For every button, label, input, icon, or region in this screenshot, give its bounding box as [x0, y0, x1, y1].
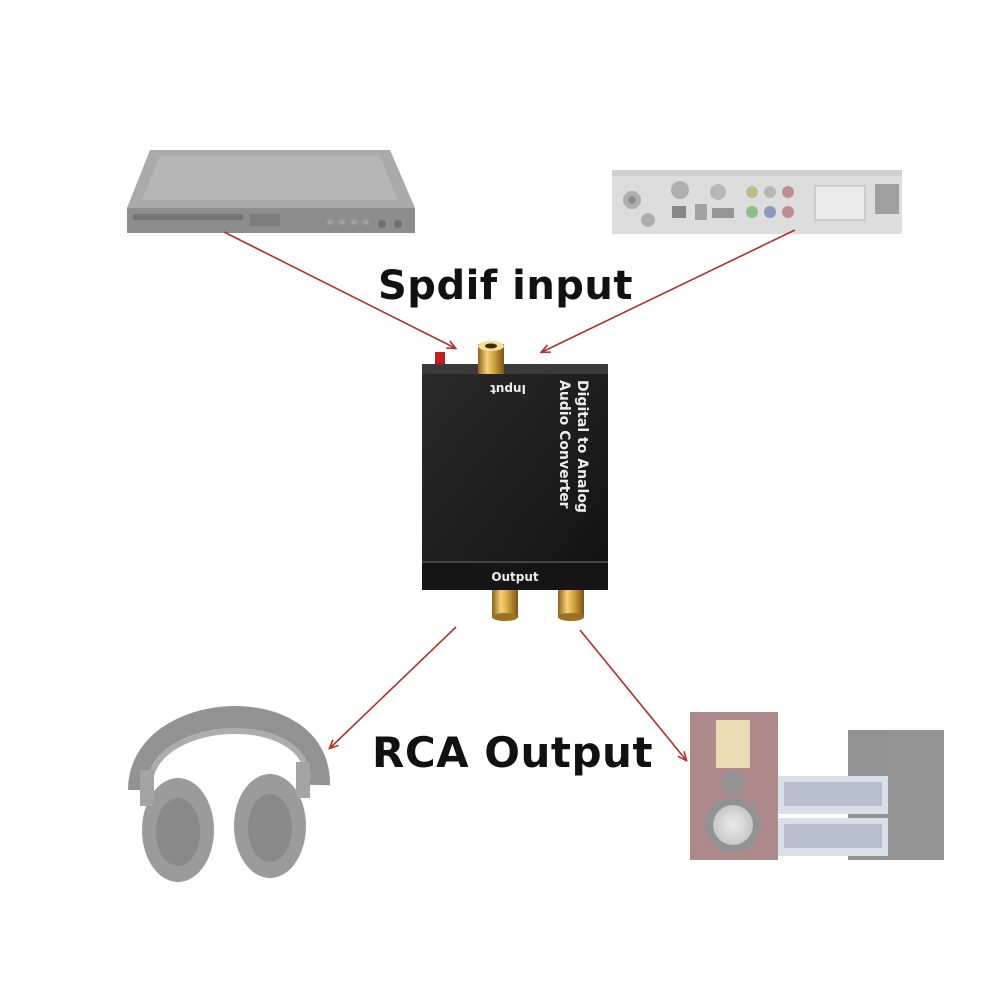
rca-output-label: RCA Output — [372, 728, 654, 777]
converter-title-line1: Digital to Analog — [574, 380, 590, 513]
arrow-converter-to-headphones — [330, 626, 457, 748]
rca-output-jack-left — [492, 590, 518, 621]
set-top-box-icon — [612, 170, 902, 234]
rca-output-jack-right — [558, 590, 584, 621]
converter-box: Input Digital to Analog Audio Converter … — [422, 341, 608, 621]
hifi-system-icon — [690, 712, 944, 860]
dvd-player-icon — [127, 150, 415, 233]
converter-input-label: Input — [490, 382, 526, 396]
converter-output-label: Output — [491, 570, 539, 584]
arrow-stb-to-converter — [542, 229, 796, 352]
headphones-icon — [128, 706, 331, 882]
arrow-converter-to-speakers — [579, 629, 686, 760]
spdif-input-label: Spdif input — [378, 263, 634, 309]
arrow-dvd-to-converter — [223, 231, 455, 348]
converter-title-line2: Audio Converter — [556, 380, 572, 509]
rca-input-jack — [478, 341, 504, 374]
